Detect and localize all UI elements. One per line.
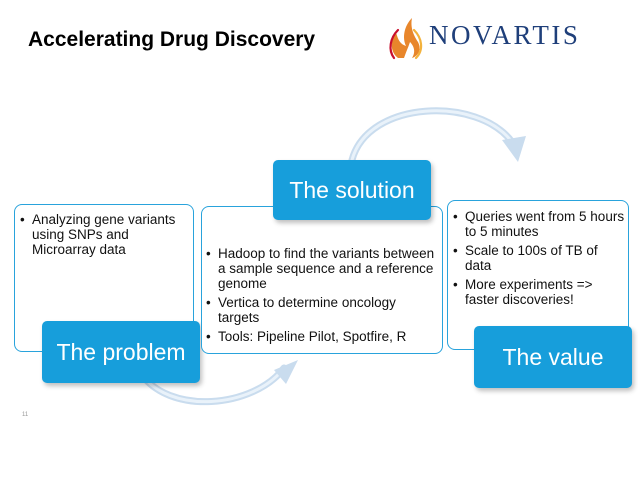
value-bullets: Queries went from 5 hours to 5 minutes S… [453, 209, 627, 311]
page-number: 11 [22, 412, 29, 418]
slide-title: Accelerating Drug Discovery [28, 28, 316, 51]
logo-wordmark: NOVARTIS [429, 20, 581, 50]
list-item: More experiments => faster discoveries! [453, 277, 627, 307]
flame-icon [391, 18, 420, 58]
solution-bullets: Hadoop to find the variants between a sa… [206, 246, 440, 348]
novartis-logo [389, 18, 423, 60]
value-label: The value [474, 326, 632, 388]
list-item: Tools: Pipeline Pilot, Spotfire, R [206, 329, 440, 344]
list-item: Vertica to determine oncology targets [206, 295, 440, 325]
list-item: Scale to 100s of TB of data [453, 243, 627, 273]
list-item: Hadoop to find the variants between a sa… [206, 246, 440, 291]
problem-bullets: Analyzing gene variants using SNPs and M… [20, 212, 188, 261]
problem-label: The problem [42, 321, 200, 383]
list-item: Queries went from 5 hours to 5 minutes [453, 209, 627, 239]
top-curved-arrow [348, 107, 516, 164]
solution-label: The solution [273, 160, 431, 220]
list-item: Analyzing gene variants using SNPs and M… [20, 212, 188, 257]
